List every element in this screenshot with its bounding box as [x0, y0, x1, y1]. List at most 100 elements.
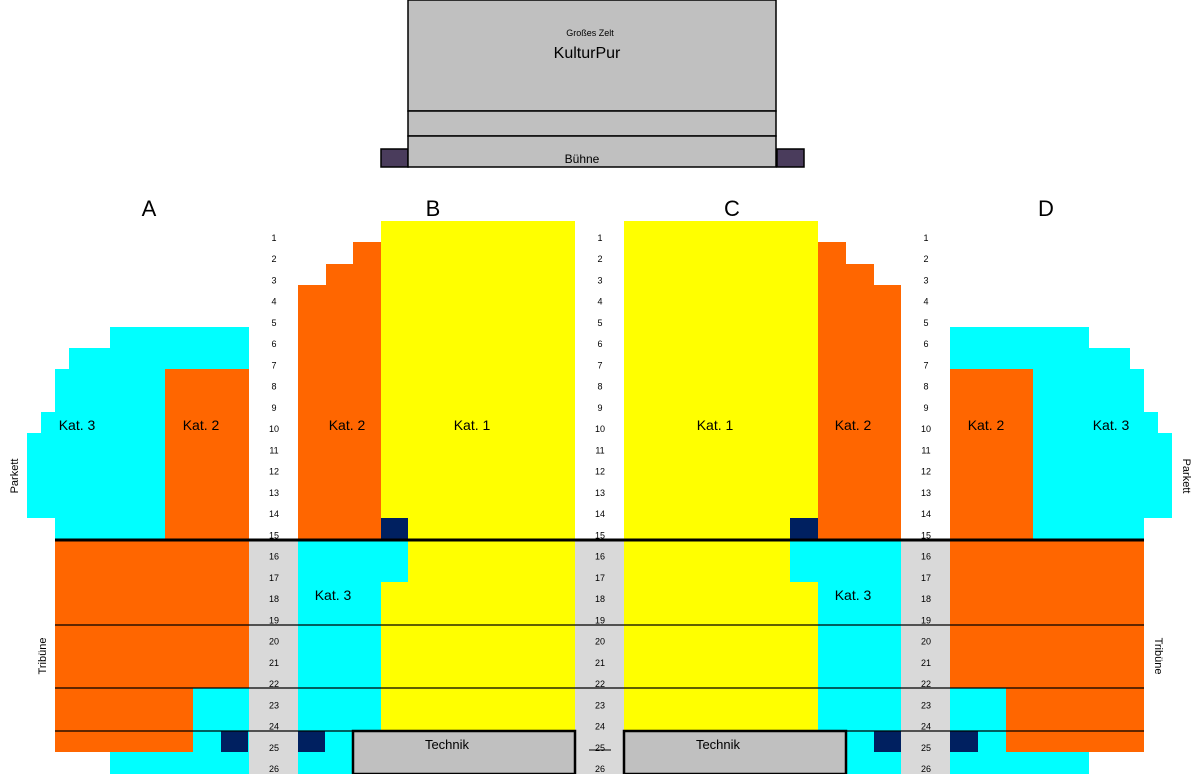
stage-subtitle: Großes Zelt: [566, 28, 614, 38]
block-c-kat1: [624, 221, 818, 730]
row-number-left-26: 26: [269, 764, 279, 774]
kat3-label-b-tribune: Kat. 3: [315, 587, 352, 603]
row-number-right-19: 19: [921, 615, 931, 625]
row-number-left-15: 15: [269, 530, 279, 540]
block-a: [27, 327, 249, 774]
row-number-center-14: 14: [595, 509, 605, 519]
row-number-left-18: 18: [269, 594, 279, 604]
row-number-center-26: 26: [595, 764, 605, 774]
aisle-right: [901, 540, 950, 774]
row-number-right-26: 26: [921, 764, 931, 774]
row-number-right-5: 5: [923, 318, 928, 328]
section-labels: A B C D: [142, 196, 1054, 221]
separator-lines: [55, 538, 1144, 751]
parkett-label-left: Parkett: [9, 459, 21, 494]
row-number-center-25: 25: [595, 743, 605, 753]
stage-front: [407, 135, 777, 168]
technik-right: Technik: [622, 729, 848, 774]
block-d-kat3-parkett: [950, 327, 1172, 540]
row-number-center-23: 23: [595, 700, 605, 710]
row-number-center-18: 18: [595, 594, 605, 604]
row-number-right-6: 6: [923, 339, 928, 349]
kat2-label-b: Kat. 2: [329, 417, 366, 433]
tribune-label-right: Tribüne: [1152, 638, 1164, 675]
row-number-center-11: 11: [595, 445, 604, 455]
section-label-b: B: [426, 196, 441, 221]
row-number-center-5: 5: [597, 318, 602, 328]
block-b-kat3-tribune: [298, 540, 408, 774]
row-number-left-21: 21: [269, 658, 279, 668]
row-number-left-3: 3: [271, 276, 276, 286]
kat3-label-c-tribune: Kat. 3: [835, 587, 872, 603]
row-number-left-4: 4: [271, 297, 276, 307]
block-d-tribune-lower: [1006, 688, 1144, 752]
row-number-left-8: 8: [271, 382, 276, 392]
stage-label: Bühne: [565, 152, 600, 166]
row-numbers: 1234567891011121314151617181920212223242…: [269, 233, 931, 774]
block-c-special-seat-row25: [874, 731, 901, 752]
block-c-kat3-tribune: [790, 540, 901, 774]
section-label-d: D: [1038, 196, 1054, 221]
block-d-special-seat: [950, 731, 978, 752]
row-number-left-6: 6: [271, 339, 276, 349]
row-number-left-5: 5: [271, 318, 276, 328]
row-number-right-2: 2: [923, 254, 928, 264]
row-number-right-18: 18: [921, 594, 931, 604]
block-d-tribune-upper: [950, 540, 1144, 688]
row-number-right-16: 16: [921, 552, 931, 562]
row-number-center-8: 8: [597, 382, 602, 392]
tribune-label-left: Tribüne: [37, 638, 49, 675]
row-number-center-3: 3: [597, 276, 602, 286]
row-number-center-21: 21: [595, 658, 605, 668]
block-a-kat2-parkett: [165, 369, 249, 540]
row-number-left-10: 10: [269, 424, 279, 434]
block-c-kat2: [818, 242, 901, 540]
row-number-left-9: 9: [271, 403, 276, 413]
row-number-right-13: 13: [921, 488, 931, 498]
block-c: [624, 221, 901, 774]
section-label-c: C: [724, 196, 740, 221]
row-number-center-1: 1: [597, 233, 602, 243]
row-number-center-15: 15: [595, 530, 605, 540]
row-number-center-16: 16: [595, 552, 605, 562]
block-b-special-seat-row15: [381, 518, 408, 540]
row-number-right-15: 15: [921, 530, 931, 540]
row-number-left-11: 11: [269, 445, 278, 455]
section-label-a: A: [142, 196, 157, 221]
row-number-right-23: 23: [921, 700, 931, 710]
block-b: [298, 221, 575, 774]
row-number-right-17: 17: [921, 573, 931, 583]
row-number-left-19: 19: [269, 615, 279, 625]
row-number-left-24: 24: [269, 722, 279, 732]
row-number-right-14: 14: [921, 509, 931, 519]
aisle-left: [249, 540, 298, 774]
block-b-special-seat-row25: [298, 731, 325, 752]
category-labels: Kat. 3 Kat. 2 Kat. 2 Kat. 1 Kat. 1 Kat. …: [59, 417, 1130, 603]
block-b-kat1: [381, 221, 575, 730]
row-number-left-14: 14: [269, 509, 279, 519]
row-number-center-22: 22: [595, 679, 605, 689]
technik-right-box: [622, 729, 848, 774]
row-number-center-20: 20: [595, 637, 605, 647]
kat1-label-c: Kat. 1: [697, 417, 734, 433]
stage-title: KulturPur: [554, 45, 621, 62]
row-number-center-13: 13: [595, 488, 605, 498]
row-number-center-6: 6: [597, 339, 602, 349]
block-a-kat3-parkett: [27, 327, 249, 540]
row-number-left-23: 23: [269, 700, 279, 710]
row-number-left-2: 2: [271, 254, 276, 264]
parkett-label-right: Parkett: [1180, 459, 1192, 494]
row-number-left-17: 17: [269, 573, 279, 583]
row-number-right-11: 11: [921, 445, 930, 455]
area-labels: Parkett Parkett Tribüne Tribüne: [9, 459, 1192, 675]
technik-left-label: Technik: [425, 737, 470, 752]
stage: Großes Zelt KulturPur Bühne: [380, 0, 805, 168]
row-number-left-20: 20: [269, 637, 279, 647]
block-a-kat3-row26: [110, 752, 193, 774]
row-number-center-7: 7: [597, 360, 602, 370]
block-c-special-seat-row15: [790, 518, 818, 540]
kat3-label-d: Kat. 3: [1093, 417, 1130, 433]
row-number-right-10: 10: [921, 424, 931, 434]
kat1-label-b: Kat. 1: [454, 417, 491, 433]
